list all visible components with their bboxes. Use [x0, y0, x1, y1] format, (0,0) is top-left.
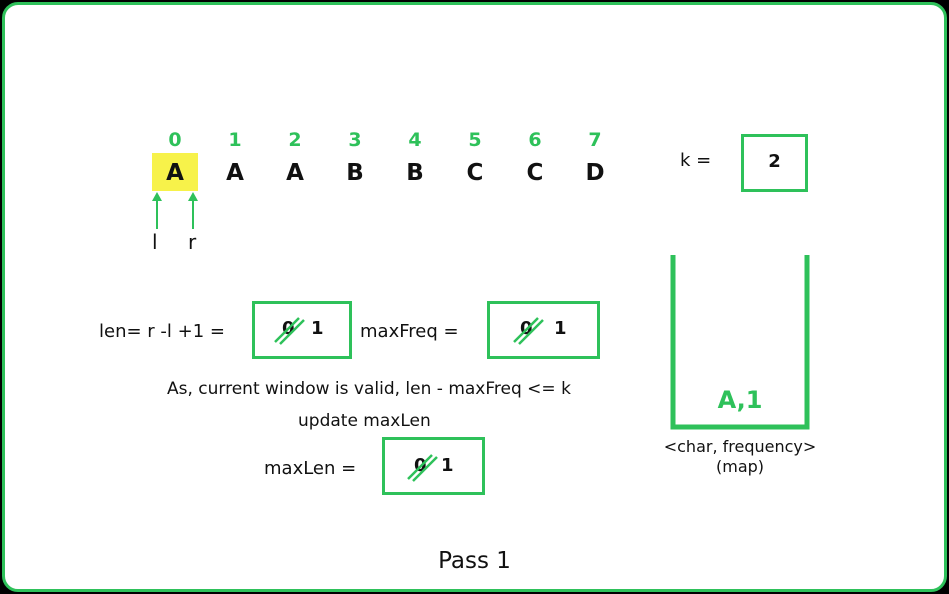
strike-icon [407, 454, 438, 482]
array-cell: A [286, 160, 304, 186]
note-line-2: update maxLen [298, 411, 431, 431]
pass-title: Pass 1 [438, 548, 511, 574]
left-pointer-label: l [152, 230, 158, 254]
strike-icon [274, 317, 305, 345]
pointer-arrows [152, 192, 198, 229]
maxlen-label: maxLen = [264, 458, 357, 479]
map-bucket [670, 255, 810, 430]
array-cell: B [406, 160, 424, 186]
maxlen-new-value: 1 [441, 455, 454, 476]
array-cell: C [526, 160, 544, 186]
index-label: 2 [288, 129, 302, 151]
maxfreq-label: maxFreq = [360, 321, 459, 342]
index-label: 6 [528, 129, 542, 151]
len-label: len= r -l +1 = [99, 321, 225, 342]
right-pointer-label: r [188, 230, 197, 254]
index-label: 1 [228, 129, 242, 151]
index-label: 3 [348, 129, 362, 151]
array-cell: D [585, 160, 605, 186]
array-cell: A [226, 160, 244, 186]
array-cell: B [346, 160, 364, 186]
map-caption: <char, frequency> [663, 437, 817, 456]
index-label: 0 [168, 129, 182, 151]
k-value: 2 [768, 151, 781, 172]
right-arrowhead [188, 192, 198, 201]
maxlen-box: 0 1 [382, 437, 485, 495]
note-line-1: As, current window is valid, len - maxFr… [167, 379, 571, 399]
maxfreq-box: 0 1 [487, 301, 600, 359]
strike-icon [513, 317, 544, 345]
map-caption-sub: (map) [715, 457, 765, 476]
array-cell-highlighted: A [152, 153, 198, 191]
left-arrowhead [152, 192, 162, 201]
index-label: 5 [468, 129, 482, 151]
array-cell: C [466, 160, 484, 186]
k-label: k = [680, 150, 712, 171]
index-label: 7 [588, 129, 602, 151]
len-new-value: 1 [311, 318, 324, 339]
index-label: 4 [408, 129, 422, 151]
map-entry: A,1 [717, 386, 763, 414]
k-box: 2 [741, 134, 808, 192]
len-box: 0 1 [252, 301, 352, 359]
maxfreq-new-value: 1 [554, 318, 567, 339]
